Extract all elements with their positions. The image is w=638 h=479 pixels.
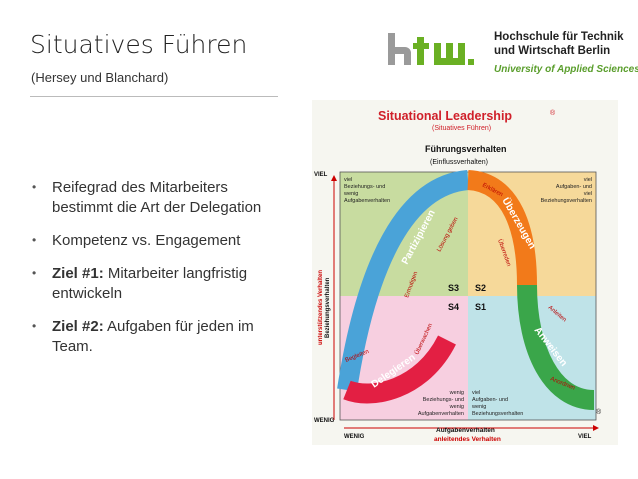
- svg-text:viel: viel: [584, 177, 592, 183]
- quadrant-s4-desc: wenig Beziehungs- und wenig Aufgabenverh…: [418, 390, 464, 417]
- diagram-title: Situational Leadership: [378, 109, 512, 123]
- diagram-heading: Führungsverhalten: [425, 144, 507, 154]
- situational-leadership-diagram: Situational Leadership ® (Situatives Füh…: [312, 100, 618, 445]
- bullet-dot-icon: •: [32, 233, 37, 247]
- bullet-dot-icon: •: [32, 180, 37, 194]
- y-axis-top-label: VIEL: [314, 172, 328, 178]
- curve-segment-s4: [343, 335, 456, 404]
- x-axis-left-label: WENIG: [344, 434, 365, 440]
- svg-text:wenig: wenig: [343, 191, 358, 197]
- svg-text:Beziehungs- und: Beziehungs- und: [344, 184, 385, 190]
- svg-text:viel: viel: [584, 191, 592, 197]
- bullet-item: •Ziel #1: Mitarbeiter langfristig entwic…: [32, 265, 248, 302]
- diagram-heading-sub: (Einflussverhalten): [430, 159, 488, 166]
- diagram-reg-mark: ®: [596, 408, 602, 416]
- slide-title: Situatives Führen: [30, 30, 248, 59]
- svg-text:Beziehungsverhalten: Beziehungsverhalten: [472, 411, 523, 417]
- quadrant-s1-code: S1: [475, 302, 486, 312]
- svg-text:Aufgaben- und: Aufgaben- und: [556, 184, 592, 190]
- bullet-dot-icon: •: [32, 319, 37, 333]
- diagram-title-reg: ®: [550, 109, 556, 117]
- x-axis-label-primary: Aufgabenverhalten: [436, 427, 495, 434]
- svg-text:Aufgaben- und: Aufgaben- und: [472, 397, 508, 403]
- bullet-item: •Ziel #2: Aufgaben für jeden im Team.: [32, 318, 254, 355]
- y-axis-label-secondary: Beziehungsverhalten: [325, 277, 331, 338]
- bullet-item: •Kompetenz vs. Engagement: [32, 232, 241, 249]
- htw-logo-mark: [388, 33, 474, 65]
- y-axis-bottom-label: WENIG: [314, 418, 335, 424]
- university-name: Hochschule für Technik und Wirtschaft Be…: [494, 31, 624, 57]
- university-logo: Hochschule für Technik und Wirtschaft Be…: [386, 27, 638, 79]
- curve-segment-s1: [517, 284, 595, 410]
- y-axis-label-primary: unterstützendes Verhalten: [318, 270, 324, 345]
- bullet-item: •Reifegrad des Mitarbeiters bestimmt die…: [32, 179, 262, 216]
- slide-subtitle: (Hersey und Blanchard): [31, 70, 169, 85]
- quadrant-s2-code: S2: [475, 283, 486, 293]
- svg-text:Beziehungs- und: Beziehungs- und: [423, 397, 464, 403]
- bullet-list: •Reifegrad des Mitarbeiters bestimmt die…: [30, 178, 280, 370]
- svg-text:Beziehungsverhalten: Beziehungsverhalten: [541, 198, 592, 204]
- svg-text:Aufgabenverhalten: Aufgabenverhalten: [418, 411, 464, 417]
- quadrant-s2-desc: viel Aufgaben- und viel Beziehungsverhal…: [541, 177, 592, 204]
- x-axis-right-label: VIEL: [578, 434, 592, 440]
- svg-text:wenig: wenig: [449, 390, 464, 396]
- svg-text:viel: viel: [472, 390, 480, 396]
- quadrant-s3-desc: viel Beziehungs- und wenig Aufgabenverha…: [343, 177, 390, 204]
- curve-segment-s2: [466, 170, 537, 286]
- bullet-dot-icon: •: [32, 266, 37, 280]
- x-axis-label-secondary: anleitendes Verhalten: [434, 436, 501, 443]
- svg-text:wenig: wenig: [449, 404, 464, 410]
- diagram-title-sub: (Situatives Führen): [432, 125, 491, 132]
- svg-text:viel: viel: [344, 177, 352, 183]
- quadrant-s1-desc: viel Aufgaben- und wenig Beziehungsverha…: [471, 390, 523, 417]
- title-divider: [30, 96, 278, 97]
- quadrant-s4-code: S4: [448, 302, 459, 312]
- curve-segment-s3: [337, 170, 470, 392]
- svg-text:Aufgabenverhalten: Aufgabenverhalten: [344, 198, 390, 204]
- university-subline: University of Applied Sciences: [494, 64, 638, 75]
- quadrant-s3-code: S3: [448, 283, 459, 293]
- svg-text:wenig: wenig: [471, 404, 486, 410]
